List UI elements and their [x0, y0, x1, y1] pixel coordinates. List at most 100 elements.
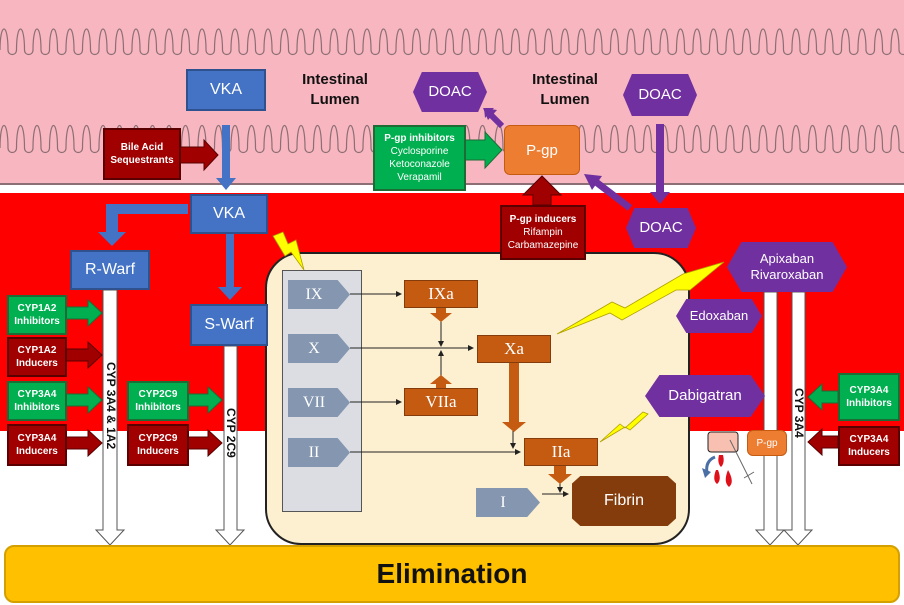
factor-label: VII [302, 393, 326, 411]
lightning-vka-icon [272, 231, 305, 271]
xa-to-iia-arrow [502, 362, 526, 432]
cyp2c9-inducer-arrow [186, 428, 223, 458]
r-warfarin-box: R-Warf [70, 250, 150, 290]
vka-to-swarf-arrow [218, 233, 242, 300]
pgp-inhibitor-arrow [464, 130, 503, 170]
modifier-label: Inducers [848, 447, 890, 458]
bile-acid-arrow [179, 138, 219, 172]
cyp1a2-inhibitors-box: CYP1A2 Inhibitors [7, 295, 67, 335]
r-warf-label: R-Warf [84, 261, 136, 278]
doac-elimination-pipe-2 [782, 291, 814, 546]
modifier-label: CYP3A4 [849, 434, 889, 445]
villus-row [0, 28, 904, 56]
drug-name: Rivaroxaban [750, 267, 824, 282]
lumen-label-line: Lumen [310, 90, 360, 108]
doac-efflux-head [483, 108, 497, 120]
factor-label: IXa [428, 284, 454, 303]
cyp3a4-inhibitors-box-left: CYP3A4 Inhibitors [7, 381, 67, 421]
cyp3a4-inducers-box-right: CYP3A4 Inducers [838, 426, 900, 466]
pgp-inhibitor-item: Verapamil [397, 172, 442, 183]
pgp-inducers-box: P-gp inducers Rifampin Carbamazepine [500, 205, 586, 260]
factor-iia: IIa [524, 438, 598, 466]
factor-vii: VII [288, 388, 350, 417]
pgp-inhibitors-box: P-gp inhibitors Cyclosporine Ketoconazol… [373, 125, 466, 191]
factor-label: VIIa [425, 392, 457, 411]
fibrin-box: Fibrin [572, 476, 676, 526]
vka-to-rwarf-arrow [98, 204, 188, 246]
doac-label: DOAC [638, 85, 682, 103]
drug-name: Apixaban [759, 250, 815, 266]
factor-x: X [288, 334, 350, 363]
pgp-transporter-liver: P-gp [747, 430, 787, 456]
edoxaban-box: Edoxaban [676, 299, 762, 333]
pgp-transporter-lumen: P-gp [504, 125, 580, 175]
doac-lumen-left: DOAC [413, 72, 487, 112]
doac-label: DOAC [428, 82, 472, 100]
pgp-inhibitors-title: P-gp inhibitors [384, 133, 455, 144]
elimination-bar: Elimination [4, 545, 900, 603]
doac-absorption-line [656, 124, 664, 194]
factor-ix: IX [288, 280, 350, 309]
iia-to-fibrin-arrow [548, 466, 572, 484]
doac-to-pgp-head [584, 174, 602, 190]
modifier-label: Inhibitors [14, 316, 60, 327]
factor-viia: VIIa [404, 388, 478, 416]
pgp-inducer-item: Carbamazepine [507, 240, 579, 251]
doac-efflux-line [487, 111, 505, 129]
intestinal-lumen-label-left: Intestinal Lumen [290, 70, 380, 109]
factor-i: I [476, 488, 540, 517]
lightning-iia-icon [599, 411, 649, 443]
vka-lumen-box: VKA [186, 69, 266, 111]
elimination-label: Elimination [376, 558, 528, 589]
cyp1a2-inducers-box: CYP1A2 Inducers [7, 337, 67, 377]
doac-elimination-pipe-1 [754, 291, 786, 546]
cyp2c9-inhibitor-arrow [186, 385, 223, 415]
vka-absorption-arrow [216, 125, 236, 190]
doac-to-pgp-line [593, 179, 633, 211]
pgp-inducers-title: P-gp inducers [509, 214, 577, 225]
factor-label: I [500, 493, 506, 511]
factor-ixa: IXa [404, 280, 478, 308]
cyp3a4-inhibitor-arrow-left [65, 385, 103, 415]
vka-label: VKA [209, 81, 242, 98]
pgp-label: P-gp [526, 141, 558, 159]
factor-label: IX [305, 285, 323, 303]
cyp1a2-inducer-arrow [65, 340, 103, 370]
factor-label: X [308, 339, 320, 357]
bleeding-icon [702, 431, 755, 487]
dabigatran-box: Dabigatran [645, 375, 765, 417]
pgp-label: P-gp [756, 437, 778, 449]
fibrin-label: Fibrin [603, 492, 644, 509]
ixa-down-arrow [430, 308, 452, 322]
modifier-label: CYP2C9 [138, 433, 178, 444]
modifier-label: Inhibitors [846, 398, 892, 409]
rwarf-elimination-pipe [94, 289, 126, 546]
swarf-pathway-label: CYP 2C9 [224, 408, 238, 458]
modifier-label: CYP1A2 [17, 345, 57, 356]
apixaban-rivaroxaban-box: Apixaban Rivaroxaban [727, 242, 847, 292]
factor-label: Xa [504, 339, 524, 358]
bile-acid-line: Sequestrants [110, 155, 174, 166]
factor-label: IIa [551, 442, 571, 461]
modifier-label: CYP3A4 [849, 385, 889, 396]
modifier-label: Inducers [16, 446, 58, 457]
factor-ii: II [288, 438, 350, 467]
pgp-inducer-item: Rifampin [523, 227, 563, 238]
modifier-label: Inducers [137, 446, 179, 457]
factor-label: II [308, 443, 320, 461]
cyp2c9-inducers-box: CYP2C9 Inducers [127, 424, 189, 466]
modifier-label: Inducers [16, 358, 58, 369]
modifier-label: CYP3A4 [17, 389, 57, 400]
intestinal-lumen-label-right: Intestinal Lumen [525, 70, 605, 109]
lumen-label-line: Intestinal [302, 71, 368, 88]
lumen-label-line: Lumen [540, 90, 590, 108]
cyp2c9-inhibitors-box: CYP2C9 Inhibitors [127, 381, 189, 421]
doac-pathway-label: CYP 3A4 [792, 388, 806, 438]
lightning-xa-icon [556, 261, 725, 335]
vka-label: VKA [212, 205, 245, 222]
modifier-label: CYP2C9 [138, 389, 178, 400]
pgp-inhibitor-item: Cyclosporine [390, 146, 449, 157]
factor-xa: Xa [477, 335, 551, 363]
modifier-label: CYP1A2 [17, 303, 57, 314]
modifier-label: Inhibitors [135, 402, 181, 413]
